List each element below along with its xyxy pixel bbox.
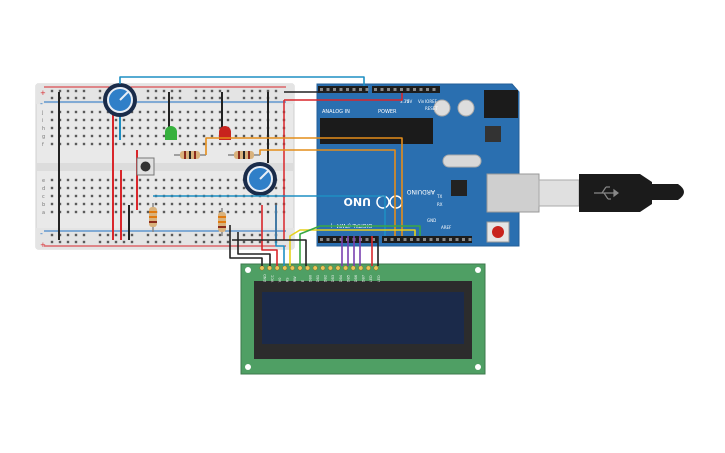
lcd-pin-label-8: DB2: [324, 275, 328, 282]
lcd-pin-8[interactable]: [320, 265, 326, 271]
lcd-pin-label-12: DB6: [354, 275, 358, 282]
lcd-pin-3[interactable]: [282, 265, 288, 271]
row-letter-c: c: [42, 194, 45, 200]
analog-label: ANALOG IN: [322, 109, 350, 115]
potentiometer-top[interactable]: [103, 83, 137, 117]
arduino-uno-board[interactable]: UNO ARDUINO DIGITAL (PWM~) ANALOG IN POW…: [316, 83, 540, 247]
lcd-pin-5[interactable]: [297, 265, 303, 271]
reset-label: RESET: [425, 106, 438, 111]
row-letter-e: e: [42, 178, 45, 184]
usb-cable: [538, 174, 684, 212]
lcd-pin-label-6: DB0: [308, 275, 312, 282]
power-label: POWER: [378, 109, 397, 115]
ioref-label: IOREF: [425, 99, 438, 104]
lcd-pin-12[interactable]: [350, 265, 356, 271]
lcd-pin-15[interactable]: [373, 265, 379, 271]
row-letter-f: f: [42, 142, 44, 148]
rail-plus-label-bottom: +: [40, 241, 46, 249]
digital-label: DIGITAL (PWM~): [330, 222, 372, 228]
vin-label: Vin: [418, 99, 425, 104]
pushbutton[interactable]: [136, 157, 155, 176]
row-letter-b: b: [42, 202, 45, 208]
lcd-pin-6[interactable]: [305, 265, 311, 271]
lcd-pin-7[interactable]: [312, 265, 318, 271]
rail-minus-label: -: [40, 99, 43, 108]
usb-icon: [594, 186, 619, 200]
lcd-pin-label-7: DB1: [316, 275, 320, 282]
resistor-v2: [218, 208, 226, 236]
row-letter-a: a: [42, 210, 45, 216]
lcd-pin-label-5: E: [301, 280, 305, 282]
lcd-pin-4[interactable]: [289, 265, 295, 271]
lcd-pin-14[interactable]: [365, 265, 371, 271]
resistor-v1: [149, 203, 157, 232]
resistor-h2: [228, 151, 260, 159]
gnd-label: GND: [427, 218, 436, 223]
tx-label: TX: [436, 194, 442, 199]
lcd-pin-label-13: DB7: [362, 275, 366, 282]
led-green[interactable]: [165, 126, 177, 140]
rail-minus-label-bottom: -: [40, 229, 43, 238]
row-letter-j: j: [41, 110, 43, 116]
lcd-pin-label-3: RS: [286, 277, 290, 282]
lcd-pin-label-0: GND: [263, 274, 267, 282]
breadboard-jumpers: [58, 92, 285, 240]
rail-plus-label: +: [40, 89, 46, 97]
lcd-pin-0[interactable]: [259, 265, 265, 271]
lcd-pin-label-9: DB3: [331, 275, 335, 282]
led-red[interactable]: [219, 126, 231, 140]
v5-label: 5V: [407, 99, 413, 104]
lcd-pin-label-2: V0: [278, 278, 282, 283]
lcd-pin-label-14: LED: [369, 275, 373, 282]
lcd-pin-2[interactable]: [274, 265, 280, 271]
lcd-pin-label-15: LED: [377, 275, 381, 282]
row-letter-h: h: [42, 126, 45, 132]
lcd-pin-label-1: VCC: [270, 274, 274, 282]
lcd-screen: [262, 292, 464, 344]
potentiometer-bottom[interactable]: [243, 162, 277, 196]
row-letter-i: i: [42, 118, 43, 124]
lcd-pin-1[interactable]: [267, 265, 273, 271]
lcd-pin-label-10: DB4: [339, 274, 343, 282]
lcd-pin-9[interactable]: [327, 265, 333, 271]
lcd-pin-13[interactable]: [358, 265, 364, 271]
row-letter-g: g: [42, 134, 45, 140]
lcd-pin-11[interactable]: [343, 265, 349, 271]
wires: [119, 76, 421, 266]
aref-label: AREF: [441, 225, 452, 230]
rx-label: RX: [437, 202, 443, 207]
resistor-h1: [174, 151, 206, 159]
board-logo-text: UNO: [344, 195, 372, 208]
lcd-pin-label-11: DB5: [346, 275, 350, 282]
lcd-pin-10[interactable]: [335, 265, 341, 271]
v33-label: 3.3V: [400, 99, 409, 104]
lcd-pin-label-4: RW: [293, 276, 297, 282]
row-letter-d: d: [42, 186, 45, 192]
board-brand-text: ARDUINO: [406, 188, 435, 195]
